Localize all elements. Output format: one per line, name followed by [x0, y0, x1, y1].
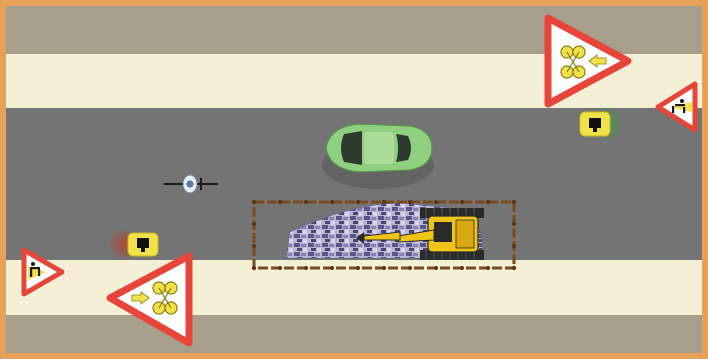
- traffic-light-left: [108, 228, 158, 260]
- car-icon: [322, 124, 434, 189]
- verge-bottom: [6, 315, 702, 353]
